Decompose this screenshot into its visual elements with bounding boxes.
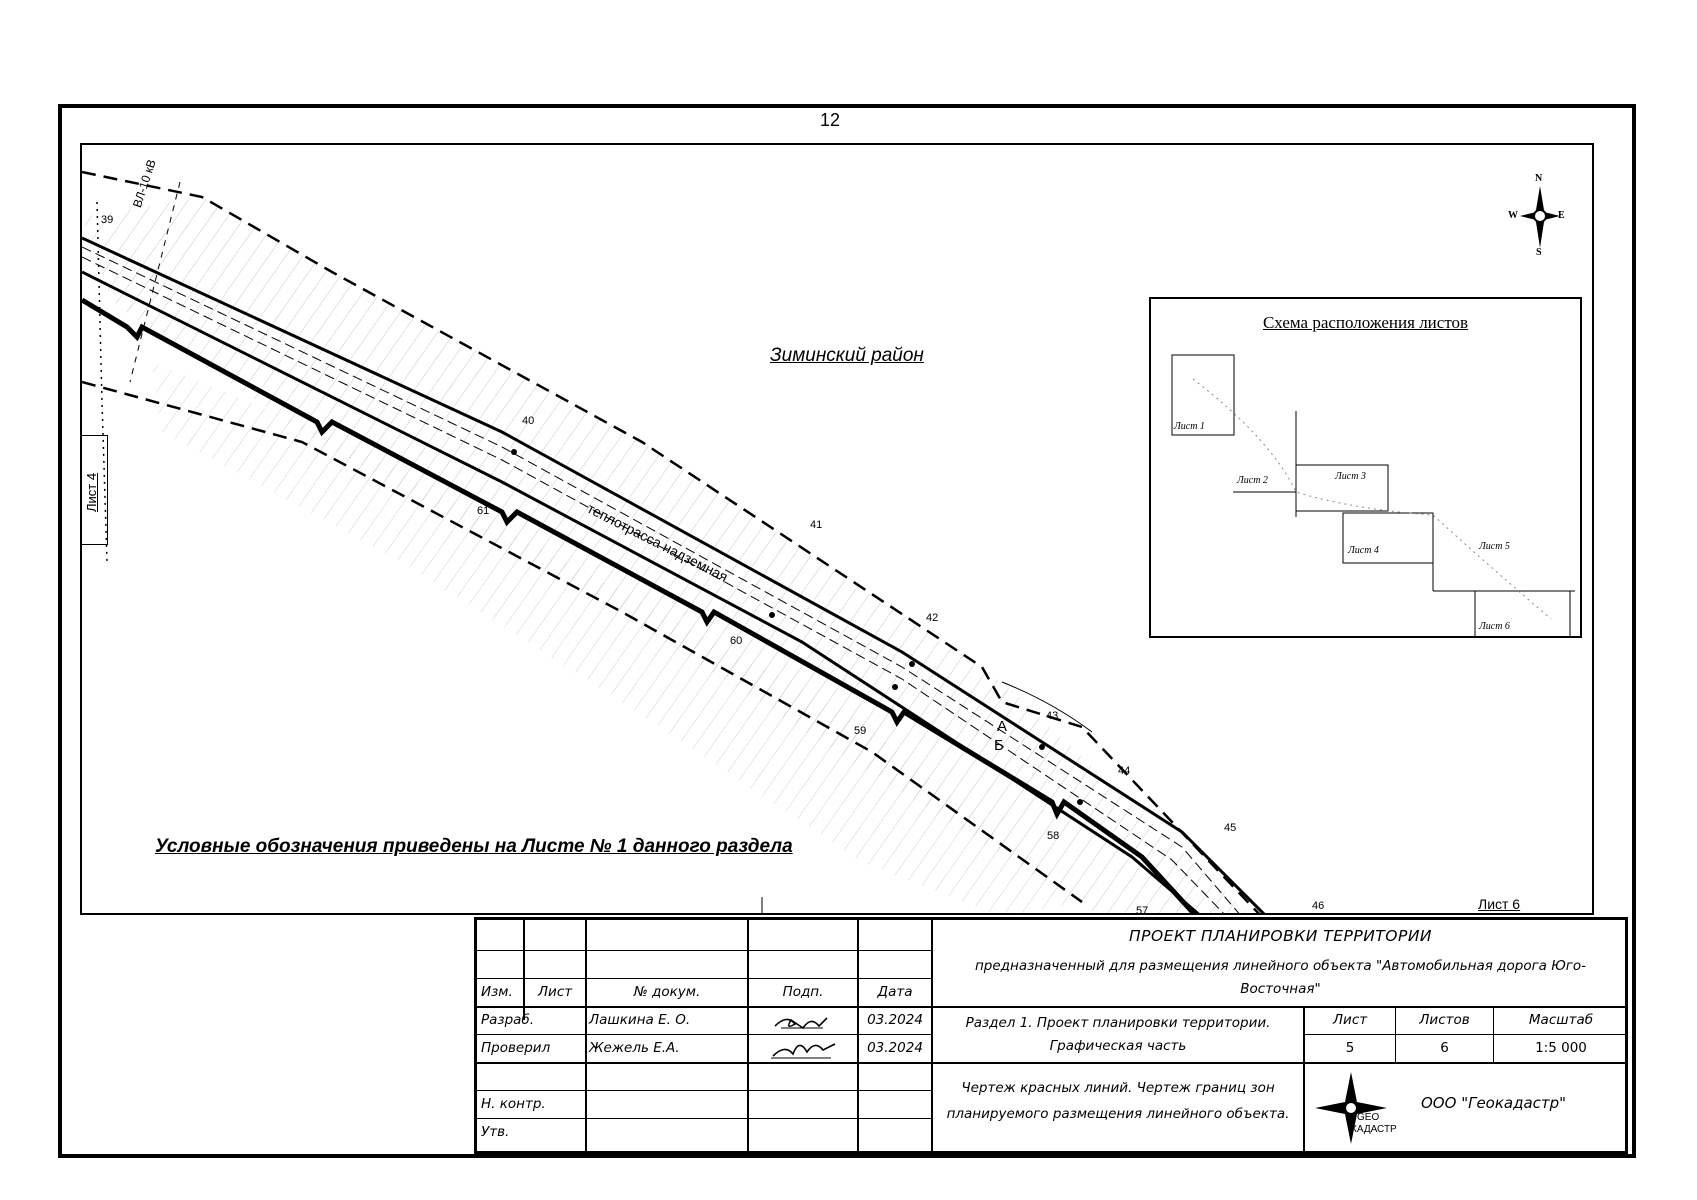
row-role: Утв.	[481, 1124, 510, 1140]
company-logo: GEO КАДАСТР	[1311, 1068, 1401, 1150]
scheme-sheet-label: Лист 1	[1174, 421, 1205, 432]
row-name: Жежель Е.А.	[589, 1040, 680, 1056]
point-label: 39	[101, 214, 114, 226]
point-letter: А	[997, 718, 1008, 735]
point-label: 41	[810, 519, 823, 531]
project-title: ПРОЕКТ ПЛАНИРОВКИ ТЕРРИТОРИИ	[1128, 927, 1433, 945]
legend-note: Условные обозначения приведены на Листе …	[155, 836, 793, 857]
compass-rose-icon: N S E W	[1508, 173, 1566, 262]
sheet-value: 5	[1345, 1040, 1355, 1056]
point-label: 46	[1312, 900, 1325, 912]
scheme-title: Схема расположения листов	[1262, 313, 1469, 332]
point-label: 58	[1047, 830, 1060, 842]
row-role: Разраб.	[481, 1012, 535, 1028]
sheet-header: Лист	[1332, 1012, 1368, 1028]
row-role: Проверил	[481, 1040, 551, 1056]
company-name: ООО "Геокадастр"	[1421, 1094, 1567, 1112]
point-label: 61	[477, 505, 490, 517]
section-line1: Раздел 1. Проект планировки территории.	[965, 1015, 1271, 1031]
header-date: Дата	[877, 984, 913, 1000]
row-name: Лашкина Е. О.	[589, 1012, 691, 1028]
project-subtitle-line1: предназначенный для размещения линейного…	[974, 958, 1587, 974]
point-label: 57	[1136, 905, 1149, 915]
section-line2: Графическая часть	[1049, 1038, 1187, 1054]
sheets-header: Листов	[1419, 1012, 1470, 1028]
scheme-drawing	[1171, 354, 1575, 638]
point-letter: Б	[994, 737, 1004, 754]
row-role: Н. контр.	[481, 1096, 546, 1112]
map-drawing	[82, 170, 1266, 913]
row-date: 03.2024	[867, 1012, 923, 1028]
bottom-sheet-ref: Лист 6	[1478, 896, 1521, 912]
point-label: 59	[854, 725, 867, 737]
sheets-value: 6	[1440, 1040, 1449, 1056]
header-sign: Подп.	[782, 984, 824, 1000]
compass-w: W	[1508, 210, 1518, 221]
drawing-title-line2: планируемого размещения линейного объект…	[946, 1106, 1290, 1122]
map-area: 39 40 41 42 43 44 45 46 57 58 59 60 61 А…	[80, 143, 1594, 915]
district-label: Зиминский район	[770, 345, 924, 366]
scheme-sheet-label: Лист 6	[1479, 621, 1510, 632]
scheme-sheet-label: Лист 2	[1237, 475, 1268, 486]
point-label: 40	[522, 415, 535, 427]
compass-s: S	[1536, 247, 1542, 258]
point-label: 42	[926, 612, 939, 624]
row-date: 03.2024	[867, 1040, 923, 1056]
point-label: 60	[730, 635, 743, 647]
left-sheet-ref: Лист 4	[84, 472, 99, 512]
title-block: ПРОЕКТ ПЛАНИРОВКИ ТЕРРИТОРИИ предназначе…	[474, 917, 1628, 1154]
sheet-layout-scheme: Схема расположения листов Лист 1 Лист 2 …	[1149, 297, 1582, 638]
drawing-title-line1: Чертеж красных линий. Чертеж границ зон	[961, 1080, 1275, 1096]
scheme-sheet-label: Лист 3	[1335, 471, 1366, 482]
scheme-sheet-label: Лист 5	[1479, 541, 1510, 552]
project-subtitle-line2: Восточная"	[1240, 981, 1321, 997]
header-doc: № докум.	[633, 984, 701, 1000]
scale-header: Масштаб	[1528, 1012, 1594, 1028]
compass-n: N	[1535, 173, 1543, 184]
point-label: 44	[1118, 765, 1131, 777]
logo-text-geo: GEO	[1357, 1112, 1380, 1123]
left-sheet-tab: Лист 4	[82, 435, 108, 545]
scale-value: 1:5 000	[1535, 1040, 1587, 1056]
header-list: Лист	[537, 984, 573, 1000]
logo-text-kadastr: КАДАСТР	[1351, 1124, 1397, 1135]
page-number: 12	[820, 110, 841, 130]
scheme-sheet-label: Лист 4	[1348, 545, 1379, 556]
header-izm: Изм.	[481, 984, 513, 1000]
sheet-frame	[58, 104, 1636, 1158]
point-label: 45	[1224, 822, 1237, 834]
signature-image	[771, 1017, 836, 1059]
compass-e: E	[1558, 210, 1565, 221]
point-label: 43	[1046, 710, 1059, 722]
